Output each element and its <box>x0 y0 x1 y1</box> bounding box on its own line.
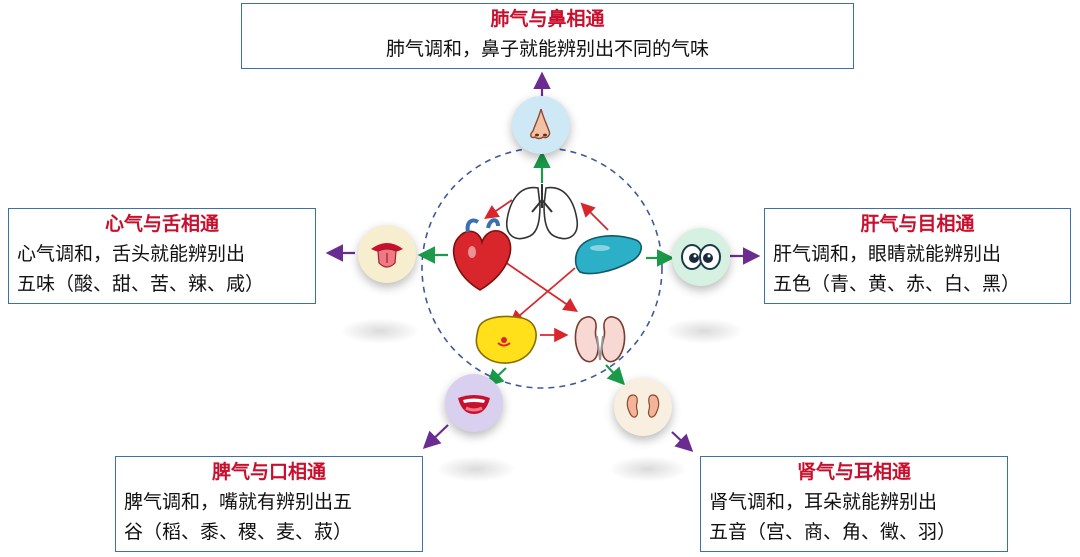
arrow-heart-to-kidney <box>504 261 578 313</box>
kidney-icon <box>574 316 626 363</box>
ear-shadow <box>608 456 688 482</box>
tongue-icon <box>358 225 416 283</box>
arrow-lung-to-heart <box>484 199 513 220</box>
spleen-icon <box>475 315 537 364</box>
arrow-kidney-to-ear <box>605 364 626 386</box>
arrow-liver-to-spleen <box>509 267 576 325</box>
mouth-icon <box>445 374 503 432</box>
nose-icon <box>512 96 570 154</box>
kidney-ear-box: 肾气与耳相通 肾气调和，耳朵就能辨别出 五音（宫、商、角、徵、羽） <box>700 456 1008 552</box>
lungs-icon <box>505 184 579 240</box>
spleen-mouth-title: 脾气与口相通 <box>211 461 326 483</box>
arrow-mouth-to-spleen-box <box>422 424 449 450</box>
kidney-ear-title: 肾气与耳相通 <box>796 461 911 483</box>
liver-icon <box>574 235 643 275</box>
heart-tongue-text: 心气调和，舌头就能辨别出 五味（酸、甜、苦、辣、咸） <box>17 243 265 295</box>
liver-eye-text: 肝气调和，眼睛就能辨别出 五色（青、黄、赤、白、黑） <box>773 243 1021 295</box>
kidney-ear-text: 肾气调和，耳朵就能辨别出 五音（宫、商、角、徵、羽） <box>709 491 957 543</box>
spleen-mouth-box: 脾气与口相通 脾气调和，嘴就有辨别出五 谷（稻、黍、稷、麦、菽） <box>115 456 423 552</box>
ear-icon <box>614 378 672 436</box>
eyes-icon <box>672 228 730 286</box>
heart-tongue-box: 心气与舌相通 心气调和，舌头就能辨别出 五味（酸、甜、苦、辣、咸） <box>8 208 316 304</box>
tongue-shadow <box>340 318 420 344</box>
eyes-shadow <box>664 318 744 344</box>
liver-eye-box: 肝气与目相通 肝气调和，眼睛就能辨别出 五色（青、黄、赤、白、黑） <box>764 208 1071 304</box>
arrow-liver-to-lung <box>580 202 609 231</box>
heart-tongue-title: 心气与舌相通 <box>104 213 219 235</box>
spleen-mouth-text: 脾气调和，嘴就有辨别出五 谷（稻、黍、稷、麦、菽） <box>124 491 353 543</box>
lung-nose-box: 肺气与鼻相通 肺气调和，鼻子就能辨别出不同的气味 <box>241 3 854 69</box>
lung-nose-text: 肺气调和，鼻子就能辨别出不同的气味 <box>385 38 709 60</box>
arrow-ear-to-kidney-box <box>671 431 694 453</box>
mouth-shadow <box>436 456 516 482</box>
liver-eye-title: 肝气与目相通 <box>860 213 975 235</box>
heart-icon <box>452 218 512 291</box>
lung-nose-title: 肺气与鼻相通 <box>490 8 605 30</box>
